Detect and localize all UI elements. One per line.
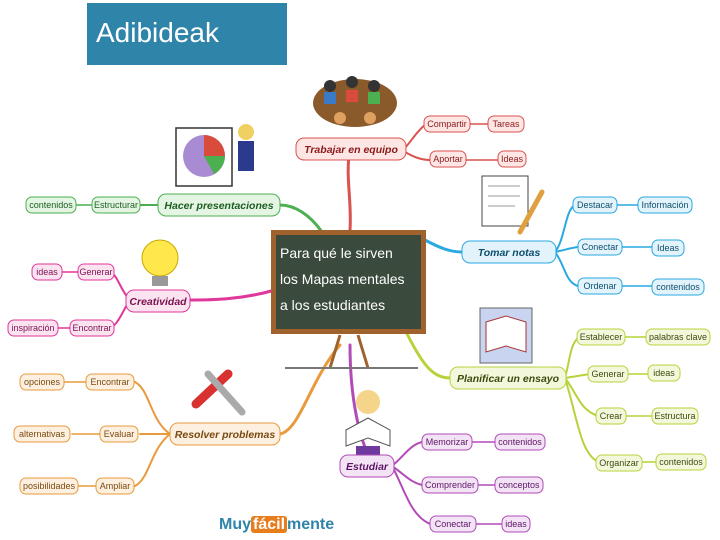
equipo-child-1: Compartir bbox=[427, 119, 467, 129]
notas-child-1: Destacar bbox=[577, 200, 613, 210]
branch-presentaciones-label: Hacer presentaciones bbox=[164, 200, 273, 212]
estudiar-leaf-2: conceptos bbox=[498, 480, 540, 490]
presentaciones-child-1: Estructurar bbox=[94, 200, 138, 210]
notas-child-2: Conectar bbox=[582, 242, 619, 252]
estudiar-leaf-3: ideas bbox=[505, 519, 527, 529]
center-line-1: Para qué le sirven bbox=[280, 245, 393, 261]
center-line-2: los Mapas mentales bbox=[280, 271, 405, 287]
center-chalkboard: Para qué le sirven los Mapas mentales a … bbox=[271, 230, 426, 368]
notepad-illustration bbox=[482, 176, 542, 232]
problemas-leaf-1: opciones bbox=[24, 377, 61, 387]
equipo-leaf-1: Tareas bbox=[492, 119, 520, 129]
notas-leaf-1: Información bbox=[641, 200, 688, 210]
ensayo-leaf-2: ideas bbox=[653, 368, 675, 378]
estudiar-child-3: Conectar bbox=[435, 519, 472, 529]
problemas-leaf-3: posibilidades bbox=[23, 481, 76, 491]
ensayo-leaf-3: Estructura bbox=[654, 411, 695, 421]
creatividad-child-2: Encontrar bbox=[72, 323, 111, 333]
branch-ensayo-label: Planificar un ensayo bbox=[457, 373, 560, 385]
notas-leaf-3: contenidos bbox=[656, 282, 700, 292]
problemas-child-1: Encontrar bbox=[90, 377, 129, 387]
center-line-3: a los estudiantes bbox=[280, 297, 385, 313]
branch-notas-label: Tomar notas bbox=[478, 247, 541, 259]
tools-illustration bbox=[196, 374, 242, 412]
equipo-leaf-2: Ideas bbox=[501, 154, 524, 164]
presentaciones-leaf-1: contenidos bbox=[29, 200, 73, 210]
presentation-illustration bbox=[176, 124, 254, 186]
ensayo-leaf-4: contenidos bbox=[659, 457, 703, 467]
ensayo-child-1: Establecer bbox=[580, 332, 623, 342]
problemas-child-3: Ampliar bbox=[100, 481, 131, 491]
book-illustration bbox=[480, 308, 532, 363]
ensayo-child-2: Generar bbox=[591, 369, 624, 379]
ensayo-leaf-1: palabras clave bbox=[649, 332, 707, 342]
logo-part-1: Muy bbox=[219, 516, 251, 533]
notas-child-3: Ordenar bbox=[583, 281, 616, 291]
teamwork-illustration bbox=[313, 76, 397, 127]
lightbulb-illustration bbox=[142, 240, 178, 286]
notas-leaf-2: Ideas bbox=[657, 243, 680, 253]
problemas-child-2: Evaluar bbox=[104, 429, 135, 439]
problemas-leaf-2: alternativas bbox=[19, 429, 66, 439]
branch-estudiar-label: Estudiar bbox=[346, 461, 389, 473]
ensayo-child-3: Crear bbox=[600, 411, 623, 421]
branch-equipo-label: Trabajar en equipo bbox=[304, 144, 398, 156]
estudiar-leaf-1: contenidos bbox=[498, 437, 542, 447]
logo-part-3: mente bbox=[287, 516, 334, 533]
branch-problemas-label: Resolver problemas bbox=[175, 429, 276, 441]
creatividad-leaf-1: ideas bbox=[36, 267, 58, 277]
creatividad-leaf-2: inspiración bbox=[11, 323, 54, 333]
equipo-child-2: Aportar bbox=[433, 154, 463, 164]
creatividad-child-1: Generar bbox=[79, 267, 112, 277]
estudiar-child-2: Comprender bbox=[425, 480, 475, 490]
logo-part-2: fácil bbox=[251, 516, 287, 533]
branch-creatividad-label: Creatividad bbox=[129, 296, 187, 308]
ensayo-child-4: Organizar bbox=[599, 458, 639, 468]
estudiar-child-1: Memorizar bbox=[426, 437, 469, 447]
